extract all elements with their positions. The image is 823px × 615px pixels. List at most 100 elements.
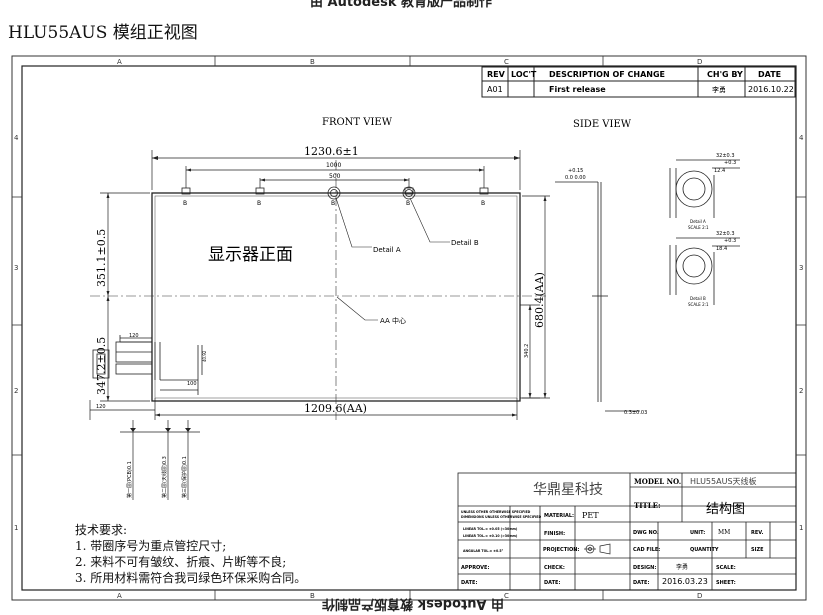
outer-border <box>11 55 807 601</box>
rev-col-rev: REV <box>487 70 506 79</box>
requirement-item-2: 2. 来料不可有皱纹、折痕、片断等不良; <box>75 555 287 569</box>
material-value: PET <box>582 511 599 520</box>
detail-b-dim-18: 18.4 <box>716 246 727 252</box>
cad-label: CAD FILE: <box>633 547 660 553</box>
row-label-right-4: 4 <box>799 134 804 142</box>
title-value: 结构图 <box>706 502 745 517</box>
detail-a-label: Detail A <box>690 219 706 224</box>
dwg-label: DWG NO. <box>633 530 659 536</box>
scale-label: SCALE: <box>716 565 736 571</box>
projection-symbol-icon <box>584 543 611 555</box>
qty-label: QUANTITY <box>690 547 719 553</box>
top-connector-tabs <box>181 186 489 200</box>
rev-col-loc: LOC'T <box>511 70 537 79</box>
dim-120-top: 120 <box>129 333 139 339</box>
col-label-top-a: A <box>117 58 122 66</box>
rev-row-by: 李勇 <box>712 85 726 94</box>
row-label-left-2: 2 <box>14 387 18 395</box>
dim-40: 40.92 <box>202 350 207 362</box>
col-label-bottom-c: C <box>504 592 509 600</box>
panel-front-label: 显示器正面 <box>208 245 293 265</box>
technical-requirements: 技术要求: 1. 带圈序号为重点管控尺寸; 2. 来料不可有皱纹、折痕、片断等不… <box>75 522 306 586</box>
size-label: SIZE <box>751 547 764 553</box>
detail-b-dim-32: 32±0.3 <box>716 231 735 237</box>
dim-340: 340.2 <box>524 344 530 358</box>
marker-b-3: B <box>331 200 335 207</box>
rev-col-date: DATE <box>758 70 781 79</box>
dim-aa-width: 1209.6(AA) <box>304 402 367 415</box>
marker-b-5: B <box>481 200 485 207</box>
approve-label: APPROVE: <box>461 565 489 571</box>
col-label-bottom-b: B <box>310 592 315 600</box>
sheet-label: SHEET: <box>716 580 736 586</box>
requirement-item-3: 3. 所用材料需符合我司绿色环保采购合同。 <box>75 571 307 585</box>
side-dim-bottom: 0.3±0.03 <box>624 410 647 416</box>
date-label-3: DATE: <box>633 580 649 586</box>
rev-row-date: 2016.10.22 <box>748 85 794 94</box>
date-value: 2016.03.23 <box>662 577 708 586</box>
row-label-right-2: 2 <box>799 387 803 395</box>
tol-note-5: ANGULAR TOL.= ±0.5° <box>463 549 504 553</box>
detail-b-drawing <box>669 237 740 305</box>
marker-b-2: B <box>257 200 261 207</box>
row-label-left-4: 4 <box>14 134 19 142</box>
layer-3-label: 第三层(保护层)0.1 <box>181 456 188 498</box>
detail-b-dim-03: +0.3 <box>724 238 736 244</box>
rev-row-desc: First release <box>549 85 606 94</box>
rev-label: REV. <box>751 530 763 536</box>
detail-b-callout: Detail B <box>451 239 479 247</box>
finish-label: FINISH: <box>544 531 565 537</box>
design-value: 李勇 <box>676 563 688 571</box>
page-title: HLU55AUS 模组正视图 <box>8 23 198 43</box>
check-label: CHECK: <box>544 565 565 571</box>
title-block <box>457 472 797 591</box>
bottom-watermark: 由 Autodesk 教育版产品制作 <box>322 596 505 611</box>
layer-1-label: 第一层(PCB)0.1 <box>126 461 133 498</box>
col-label-top-b: B <box>310 58 315 66</box>
dim-100: 100 <box>187 381 197 387</box>
row-label-left-3: 3 <box>14 264 18 272</box>
detail-b-label: Detail B <box>690 296 706 301</box>
title-label: TITLE: <box>634 501 661 510</box>
design-label: DESIGN: <box>633 565 656 571</box>
col-label-top-d: D <box>697 58 702 66</box>
requirements-title: 技术要求: <box>75 523 128 537</box>
tol-note-2: DIMENSIONS UNLESS OTHERWISE SPECIFIED <box>461 515 541 519</box>
material-label: MATERIAL: <box>544 513 574 519</box>
dim-upper-height: 351.1±0.5 <box>95 229 108 287</box>
inner-border <box>21 65 797 591</box>
detail-a-callout: Detail A <box>373 246 401 254</box>
dim-500: 500 <box>329 173 341 180</box>
side-dim-top2: 0.0 0.00 <box>565 175 586 181</box>
revision-table: REV LOC'T DESCRIPTION OF CHANGE CH'G BY … <box>481 66 796 98</box>
rev-col-by: CH'G BY <box>707 70 743 79</box>
dim-lower-height: 347.2±0.5 <box>95 337 108 395</box>
top-watermark: 由 Autodesk 教育版产品制作 <box>310 0 493 10</box>
dim-1000: 1000 <box>326 162 341 169</box>
side-view <box>555 181 640 412</box>
model-value: HLU55AUS天线板 <box>690 476 757 486</box>
projection-label: PROJECTION: <box>543 547 579 553</box>
col-label-top-c: C <box>504 58 509 66</box>
side-view-title: SIDE VIEW <box>573 119 632 130</box>
front-panel <box>90 160 546 420</box>
dim-overall-width: 1230.6±1 <box>304 145 359 158</box>
model-label: MODEL NO. <box>634 477 681 486</box>
unit-value: MM <box>718 529 730 536</box>
marker-b-4: B <box>406 200 410 207</box>
tol-note-1: UNLESS OTHER OTHERWISE SPECIFIED <box>461 510 531 514</box>
detail-a-dim-03: +0.3 <box>724 160 736 166</box>
marker-b-1: B <box>183 200 187 207</box>
tol-note-3: LINEAR TOL.= ±0.05 (<30mm) <box>463 527 518 531</box>
aa-center-label: AA 中心 <box>380 316 406 325</box>
rev-row-rev: A01 <box>487 85 503 94</box>
row-label-left-1: 1 <box>14 524 18 532</box>
detail-b-scale: SCALE 2:1 <box>688 302 709 307</box>
rev-col-desc: DESCRIPTION OF CHANGE <box>549 70 665 79</box>
side-dim-top: +0.15 <box>568 168 583 174</box>
detail-a-scale: SCALE 2:1 <box>688 225 709 230</box>
layer-2-label: 第二层(天线层)0.3 <box>161 456 168 498</box>
dim-aa-height: 680.4(AA) <box>533 272 546 328</box>
company-name: 华鼎星科技 <box>533 482 603 498</box>
